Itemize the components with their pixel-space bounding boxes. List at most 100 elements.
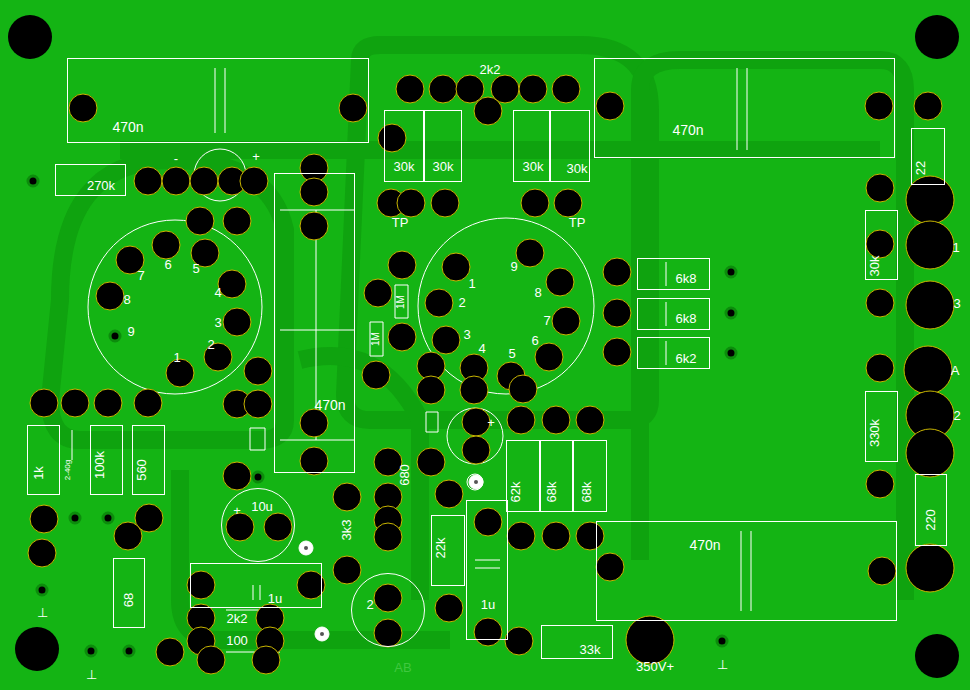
silkscreen-label: 9 xyxy=(127,325,134,338)
silkscreen-label: 4 xyxy=(214,286,221,299)
large-pad xyxy=(904,346,952,394)
solder-pad xyxy=(30,505,58,533)
component-outline: 30k xyxy=(550,110,590,182)
component-value: 22k xyxy=(434,538,447,559)
solder-pad xyxy=(603,299,631,327)
solder-pad xyxy=(374,584,402,612)
solder-pad xyxy=(134,389,162,417)
solder-pad xyxy=(300,212,328,240)
solder-pad xyxy=(30,389,58,417)
large-pad xyxy=(626,616,674,664)
solder-pad xyxy=(186,207,214,235)
silkscreen-line xyxy=(370,356,383,357)
silkscreen-line xyxy=(253,585,254,600)
component-outline: 220 xyxy=(915,474,947,546)
silkscreen-line xyxy=(215,68,216,133)
solder-pad xyxy=(552,75,580,103)
solder-pad xyxy=(505,627,533,655)
solder-pad xyxy=(244,390,272,418)
via xyxy=(37,585,47,595)
via xyxy=(86,646,96,656)
solder-pad xyxy=(425,289,453,317)
silkscreen-label: 3 xyxy=(953,297,960,310)
large-pad xyxy=(906,281,954,329)
solder-pad xyxy=(197,646,225,674)
solder-pad xyxy=(362,361,390,389)
silkscreen-label: 2 xyxy=(458,296,465,309)
component-outline: 470n xyxy=(594,58,895,158)
silkscreen-line xyxy=(475,560,500,561)
silkscreen-label: 2 xyxy=(953,409,960,422)
white-via xyxy=(299,541,313,555)
solder-pad xyxy=(542,522,570,550)
silkscreen-label: 7 xyxy=(543,314,550,327)
component-value: 1k xyxy=(32,466,45,480)
silkscreen-line xyxy=(370,322,383,323)
silkscreen-outline xyxy=(88,220,262,394)
silkscreen-label: 2k2 xyxy=(227,612,248,625)
solder-pad xyxy=(865,92,893,120)
solder-pad xyxy=(333,483,361,511)
silkscreen-line xyxy=(383,322,384,356)
component-value: 1u xyxy=(268,592,282,605)
silkscreen-label: + xyxy=(487,416,495,429)
silkscreen-label: 1 xyxy=(468,277,475,290)
capacitor-outline: 2 xyxy=(351,573,425,647)
silkscreen-outline xyxy=(418,218,594,394)
component-value: 30k xyxy=(394,160,415,173)
component-value: 30k xyxy=(567,162,588,175)
solder-pad xyxy=(333,556,361,584)
component-outline: 470n xyxy=(67,58,369,143)
component-value: 470n xyxy=(112,120,143,134)
component-value: 68 xyxy=(122,593,135,607)
component-outline: 22k xyxy=(431,515,466,586)
component-value: 560 xyxy=(135,459,148,481)
silkscreen-label: 3 xyxy=(214,316,221,329)
component-value: 2 xyxy=(366,598,373,611)
capacitor-outline: 10u xyxy=(221,488,295,562)
solder-pad xyxy=(596,553,624,581)
solder-pad xyxy=(554,189,582,217)
component-value: 30k xyxy=(523,160,544,173)
solder-pad xyxy=(190,167,218,195)
component-outline: 30k xyxy=(384,110,424,182)
silkscreen-label: 8 xyxy=(534,286,541,299)
solder-pad xyxy=(374,619,402,647)
copper-trace xyxy=(50,160,285,440)
solder-pad xyxy=(134,167,162,195)
silkscreen-label: 2k2 xyxy=(480,63,501,76)
component-outline: 330k xyxy=(865,391,899,462)
solder-pad xyxy=(218,270,246,298)
solder-pad xyxy=(516,239,544,267)
silkscreen-label: 100 xyxy=(226,634,248,647)
solder-pad xyxy=(300,178,328,206)
via xyxy=(70,513,80,523)
solder-pad xyxy=(264,513,292,541)
component-value: 68k xyxy=(545,482,558,503)
component-value: 470n xyxy=(672,123,703,137)
via xyxy=(110,331,120,341)
silkscreen-outline xyxy=(447,408,503,464)
silkscreen-line xyxy=(72,430,73,460)
silkscreen-line xyxy=(280,440,355,441)
silkscreen-line xyxy=(408,285,409,318)
silkscreen-label: 2 xyxy=(207,338,214,351)
silkscreen-line xyxy=(426,432,438,433)
solder-pad xyxy=(435,594,463,622)
solder-pad xyxy=(521,189,549,217)
silkscreen-line xyxy=(438,412,439,432)
silkscreen-label: 350V+ xyxy=(636,660,674,673)
silkscreen-label: ⊥ xyxy=(717,658,728,671)
via xyxy=(726,308,736,318)
component-outline: 6k8 xyxy=(637,258,710,290)
component-outline: 1u xyxy=(190,563,322,608)
silkscreen-line xyxy=(250,428,265,429)
silkscreen-label: 1M xyxy=(396,295,406,309)
solder-pad xyxy=(462,436,490,464)
solder-pad xyxy=(378,124,406,152)
silkscreen-label: A xyxy=(951,364,960,377)
component-outline: 1k xyxy=(27,425,60,495)
silkscreen-line xyxy=(737,68,738,150)
solder-pad xyxy=(339,94,367,122)
